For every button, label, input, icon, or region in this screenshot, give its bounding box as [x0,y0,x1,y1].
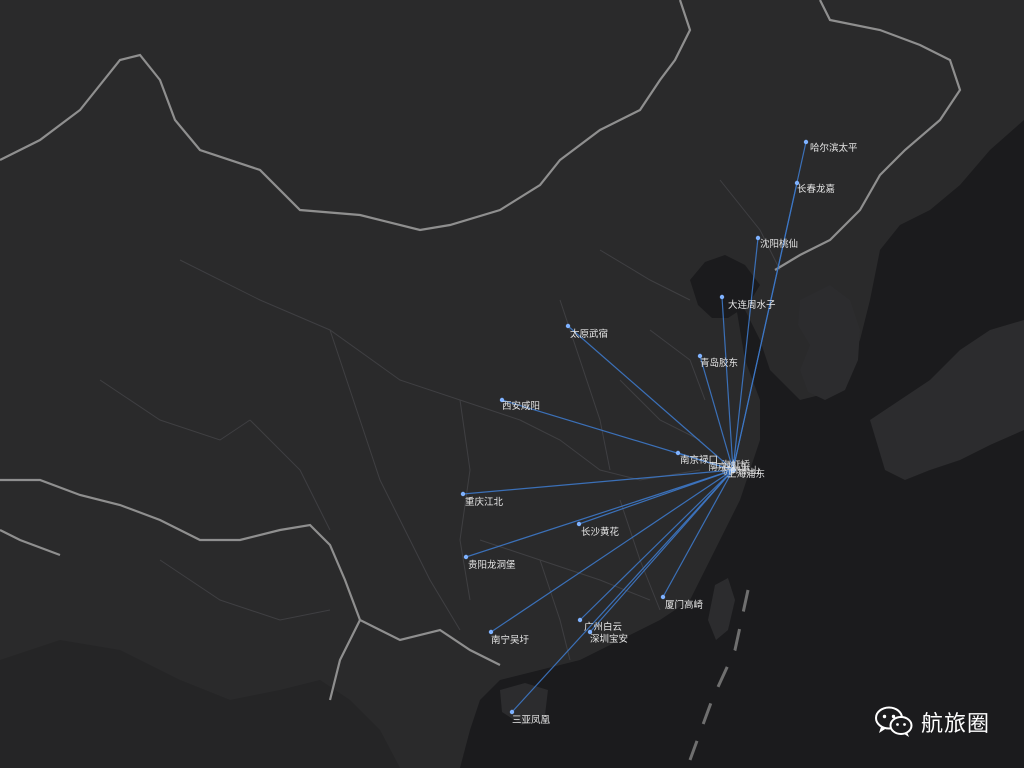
airport-point [755,235,761,241]
south-sea [0,640,400,768]
airport-point [509,709,515,715]
hub-label: 上海浦东 [727,468,765,480]
airport-point [697,353,703,359]
route-lines [462,141,807,713]
airport-points [460,139,809,715]
route-line [732,182,798,471]
route-line [465,469,734,558]
hainan [500,683,548,725]
taiwan [708,578,735,640]
route-line [677,452,734,471]
east-sea [460,120,1024,768]
airport-point [577,617,583,623]
province-boundaries [99,179,781,661]
route-line [662,469,734,598]
airport-label: 深圳宝安 [590,633,628,645]
route-line [578,469,734,525]
airport-label: 西安咸阳 [502,400,540,412]
airport-point [675,450,681,456]
airport-point [587,629,593,635]
route-line [589,469,734,633]
wechat-icon [874,706,913,737]
airport-point [576,521,582,527]
hub-point [730,467,736,473]
airport-point [719,294,725,300]
airport-label: 青岛胶东 [700,357,738,369]
airport-label: 三亚凤凰 [512,715,551,726]
airport-point [460,491,466,497]
airport-label: 南京禄口 [680,454,718,466]
bohai-sea [690,255,760,318]
route-line [511,469,734,713]
airport-label: 重庆江北 [465,496,504,508]
airport-label: 大连周水子 [728,299,776,311]
route-line [490,469,734,633]
route-line [699,355,734,471]
airport-label: 哈尔滨太平 [810,142,858,154]
airport-point [660,594,666,600]
route-line [462,469,734,495]
airport-label: 贵阳龙洞堡 [468,559,516,571]
airport-label: 长沙黄花 [581,526,620,538]
airport-label: 长春龙嘉 [797,183,835,195]
korea-peninsula [798,285,860,400]
hub-overlap-label: 上海虹桥 [712,459,751,471]
maritime-dashes [688,589,750,761]
airport-point [565,323,571,329]
airport-point [499,397,505,403]
airport-point [794,180,800,186]
japan-islands [870,320,1024,480]
airport-label: 厦门高崎 [665,599,704,611]
international-borders [0,0,962,701]
airport-label: 太原武宿 [570,328,608,340]
airport-label: 广州白云 [584,621,622,633]
route-line [732,237,759,471]
airport-label: 南宁吴圩 [491,634,530,646]
airport-point [463,554,469,560]
route-line [721,296,734,471]
watermark-text: 航旅圈 [920,712,990,737]
airport-label: 沈阳桃仙 [760,238,798,250]
airport-point [803,139,809,145]
hub-overlap-label: 南京禄口 [708,461,746,473]
route-line [579,469,734,621]
route-line [567,325,734,471]
watermark: 航旅圈 [874,706,990,738]
hub-overlap-label: 杭州萧山 [722,465,760,477]
airport-point [488,629,494,635]
